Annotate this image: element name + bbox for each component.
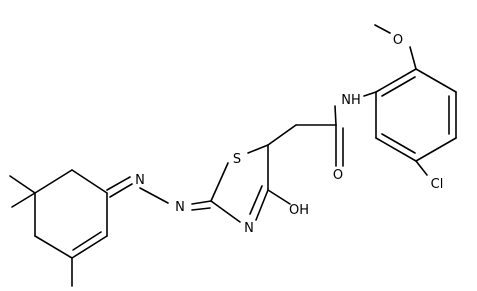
bond bbox=[34, 235, 73, 259]
bond bbox=[415, 160, 428, 176]
bond bbox=[191, 200, 212, 205]
bond bbox=[106, 176, 131, 191]
bond bbox=[381, 76, 416, 97]
hydroxy-label: OH bbox=[289, 203, 309, 218]
bonds bbox=[9, 24, 457, 287]
bond bbox=[381, 133, 416, 154]
bond bbox=[72, 231, 102, 251]
azine-nitrogen-2-label: N bbox=[135, 173, 145, 188]
bond bbox=[109, 183, 133, 198]
bond bbox=[409, 46, 417, 70]
bond bbox=[415, 137, 457, 162]
bond bbox=[267, 124, 297, 146]
methoxy-oxygen-label: O bbox=[393, 33, 403, 48]
bond bbox=[375, 137, 417, 162]
amide-nh-label: NH bbox=[341, 93, 361, 108]
bond bbox=[139, 187, 169, 204]
chlorine-label: Cl bbox=[431, 177, 444, 192]
bond bbox=[267, 189, 291, 205]
bond bbox=[415, 68, 457, 93]
bond bbox=[9, 175, 36, 194]
bond bbox=[363, 91, 377, 97]
bond bbox=[374, 24, 391, 34]
bond bbox=[247, 144, 269, 154]
bond bbox=[249, 185, 263, 215]
bond bbox=[375, 68, 417, 93]
carbonyl-oxygen-label: O bbox=[333, 168, 343, 183]
bond bbox=[11, 192, 36, 208]
bond bbox=[34, 169, 73, 194]
bond bbox=[71, 235, 108, 259]
bond bbox=[71, 169, 108, 194]
atom-labels: O NH O Cl S OH N N N bbox=[135, 33, 443, 236]
ring-nitrogen-label: N bbox=[244, 221, 254, 236]
bond bbox=[191, 207, 211, 211]
bond bbox=[334, 105, 337, 126]
ring-sulfur-label: S bbox=[233, 152, 241, 167]
bond bbox=[255, 189, 269, 221]
bond bbox=[210, 200, 241, 223]
bond bbox=[210, 162, 229, 202]
azine-nitrogen-1-label: N bbox=[175, 200, 185, 215]
